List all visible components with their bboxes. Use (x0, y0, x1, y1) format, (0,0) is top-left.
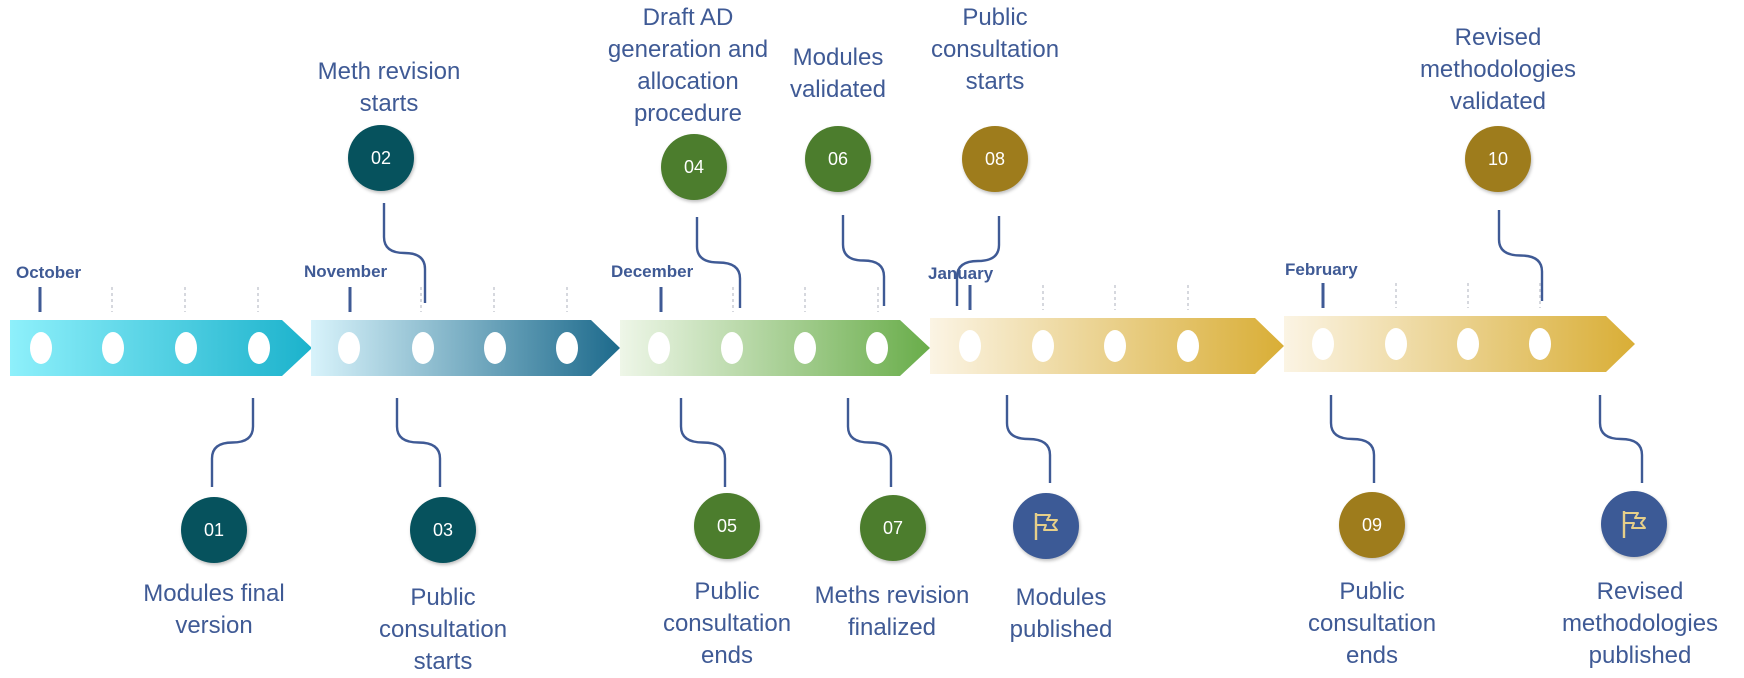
milestone-04-circle: 04 (661, 134, 727, 200)
week-marker-january-4 (1177, 330, 1199, 362)
milestone-06-circle: 06 (805, 126, 871, 192)
milestone-03-circle: 03 (410, 497, 476, 563)
timeline-band-october (10, 320, 312, 376)
week-marker-november-4 (556, 332, 578, 364)
milestone-04-label: Draft AD generation and allocation proce… (607, 4, 769, 127)
week-marker-october-1 (30, 332, 52, 364)
milestone-revised-published-label: Revised methodologies published (1561, 578, 1719, 669)
connector-10 (1497, 210, 1544, 301)
week-marker-january-1 (959, 330, 981, 362)
milestone-01-label: Modules final version (143, 580, 285, 639)
connector-revised-published (1598, 395, 1644, 483)
milestone-08-label: Public consultation starts (930, 4, 1060, 95)
month-label-february: February (1285, 260, 1358, 279)
milestone-09-label: Public consultation ends (1307, 578, 1437, 669)
week-marker-december-1 (648, 332, 670, 364)
connector-06 (841, 215, 886, 306)
week-marker-november-2 (412, 332, 434, 364)
connector-02 (382, 203, 427, 303)
milestone-05-label: Public consultation ends (662, 578, 792, 669)
timeline-band-november (311, 320, 620, 376)
timeline-band-december (620, 320, 930, 376)
flag-icon (1622, 511, 1646, 538)
milestone-07-label: Meths revision finalized (814, 582, 970, 641)
milestone-08-circle: 08 (962, 126, 1028, 192)
week-marker-december-4 (866, 332, 888, 364)
connector-09 (1329, 395, 1376, 483)
week-marker-december-2 (721, 332, 743, 364)
month-label-december: December (611, 262, 694, 281)
connector-05 (679, 398, 727, 487)
milestone-06-label: Modules validated (789, 44, 887, 103)
milestone-10-circle: 10 (1465, 126, 1531, 192)
week-marker-october-4 (248, 332, 270, 364)
week-marker-january-3 (1104, 330, 1126, 362)
month-label-october: October (16, 263, 82, 282)
flag-icon (1034, 513, 1058, 540)
milestone-10-label: Revised methodologies validated (1419, 24, 1577, 115)
week-marker-february-4 (1529, 328, 1551, 360)
week-marker-november-1 (338, 332, 360, 364)
week-marker-october-2 (102, 332, 124, 364)
week-marker-february-3 (1457, 328, 1479, 360)
milestone-07-circle: 07 (860, 495, 926, 561)
milestone-02-circle: 02 (348, 125, 414, 191)
connector-03 (395, 398, 442, 487)
connector-07 (846, 398, 893, 487)
milestone-03-label: Public consultation starts (378, 584, 508, 675)
week-marker-february-1 (1312, 328, 1334, 360)
week-marker-february-2 (1385, 328, 1407, 360)
week-marker-october-3 (175, 332, 197, 364)
connector-08 (955, 216, 1001, 306)
connector-modules-published (1005, 395, 1052, 483)
milestone-revised-published-circle (1601, 491, 1667, 557)
connector-01 (210, 398, 255, 487)
week-marker-december-3 (794, 332, 816, 364)
milestone-05-circle: 05 (694, 493, 760, 559)
week-marker-january-2 (1032, 330, 1054, 362)
milestone-modules-published-label: Modules published (1009, 584, 1113, 643)
connector-04 (695, 217, 742, 308)
milestone-01-circle: 01 (181, 497, 247, 563)
milestone-modules-published-circle (1013, 493, 1079, 559)
month-label-november: November (304, 262, 388, 281)
milestone-09-circle: 09 (1339, 492, 1405, 558)
milestone-02-label: Meth revision starts (317, 58, 461, 117)
month-label-january: January (928, 264, 994, 283)
week-marker-november-3 (484, 332, 506, 364)
